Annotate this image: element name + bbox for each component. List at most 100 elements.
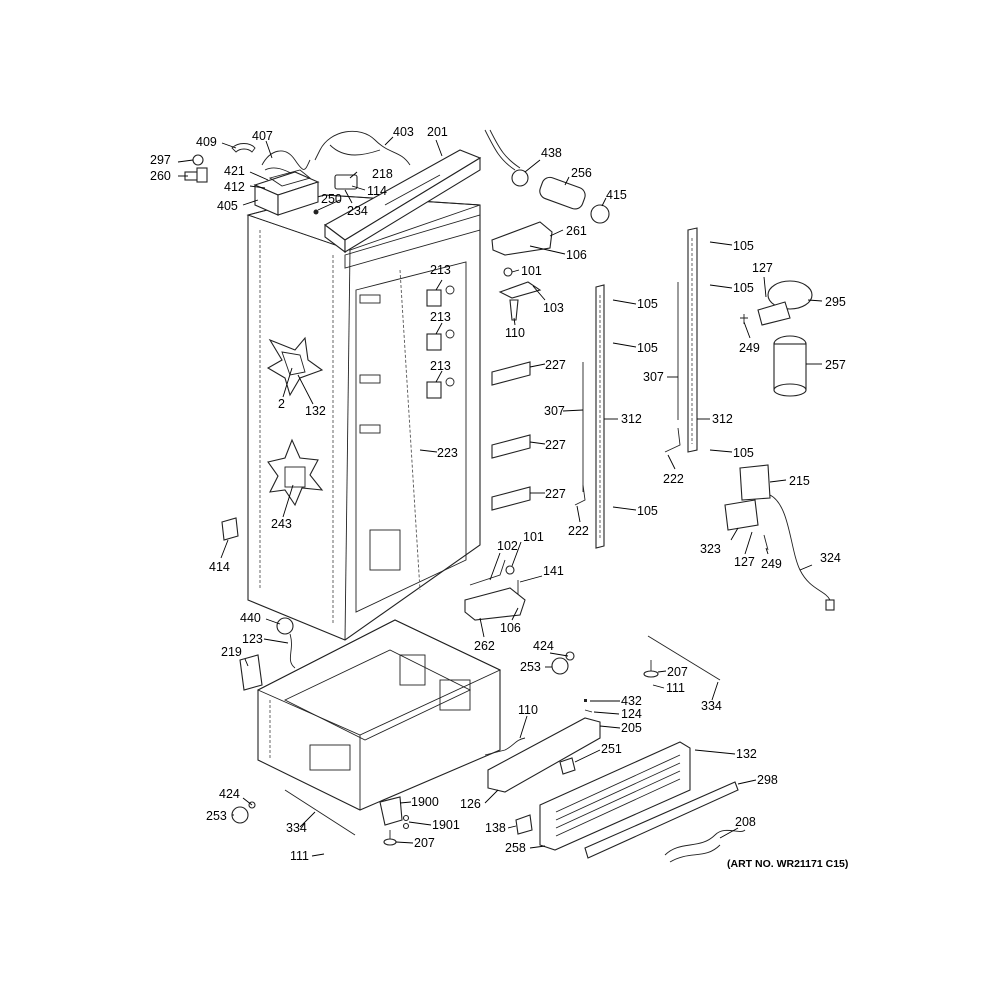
box-414 — [221, 517, 239, 541]
callout-207b: 207 — [414, 836, 435, 850]
callout-440: 440 — [240, 611, 261, 625]
callout-414: 414 — [209, 560, 230, 574]
callout-labels: 409 407 403 201 297 260 421 412 405 218 … — [150, 125, 846, 863]
nut-101b — [505, 565, 515, 575]
bracket-103 — [498, 281, 542, 299]
connector-218 — [334, 174, 358, 190]
bracket-219 — [239, 654, 263, 691]
callout-105d: 105 — [637, 341, 658, 355]
callout-105e: 105 — [733, 446, 754, 460]
callout-312b: 312 — [712, 412, 733, 426]
callout-298: 298 — [757, 773, 778, 787]
callout-424a: 424 — [533, 639, 554, 653]
callout-102: 102 — [497, 539, 518, 553]
screw-432 — [584, 699, 587, 702]
callout-432: 432 — [621, 694, 642, 708]
rod-334a — [647, 635, 721, 681]
bracket-227b — [491, 434, 531, 459]
screw-250 — [313, 209, 319, 215]
callout-324: 324 — [820, 551, 841, 565]
callout-222a: 222 — [568, 524, 589, 538]
callout-2: 2 — [278, 397, 285, 411]
callout-218: 218 — [372, 167, 393, 181]
callout-114: 114 — [367, 184, 387, 198]
hinge-261 — [491, 221, 553, 256]
callout-127b: 127 — [734, 555, 755, 569]
callout-307a: 307 — [544, 404, 565, 418]
callout-103: 103 — [543, 301, 564, 315]
fan-assembly-295 — [757, 280, 813, 326]
filter-256 — [539, 176, 586, 210]
callout-110b: 110 — [518, 703, 538, 717]
callout-127a: 127 — [752, 261, 773, 275]
callout-403: 403 — [393, 125, 414, 139]
bracket-215 — [739, 464, 771, 501]
callout-205: 205 — [621, 721, 642, 735]
leveling-leg-207a — [643, 660, 659, 678]
vertical-rail-312b — [687, 227, 698, 453]
callout-297: 297 — [150, 153, 171, 167]
valve-440 — [276, 617, 294, 635]
callout-334b: 334 — [286, 821, 307, 835]
callout-256: 256 — [571, 166, 592, 180]
shelf-support-213a — [426, 289, 442, 307]
bracket-102 — [469, 559, 506, 586]
cabinet-case — [246, 194, 481, 641]
harness-208 — [664, 829, 746, 863]
callout-111a: 111 — [666, 681, 685, 695]
screw-1901b — [402, 822, 410, 830]
callout-253b: 253 — [206, 809, 227, 823]
callout-258: 258 — [505, 841, 526, 855]
shelf-support-213c — [426, 381, 442, 399]
wheel-253b — [231, 806, 249, 824]
nut-101 — [503, 267, 513, 277]
callout-132b: 132 — [736, 747, 757, 761]
wheel-253a — [551, 657, 569, 675]
clip-251 — [559, 757, 576, 775]
callout-257: 257 — [825, 358, 846, 372]
top-trim-rail — [323, 149, 482, 254]
callout-213c: 213 — [430, 359, 451, 373]
clip-409 — [231, 143, 256, 153]
bracket-1900 — [379, 796, 403, 826]
callout-215: 215 — [789, 474, 810, 488]
callout-141: 141 — [543, 564, 564, 578]
callout-227c: 227 — [545, 487, 566, 501]
callout-105b: 105 — [733, 281, 754, 295]
callout-105f: 105 — [637, 504, 658, 518]
callout-261: 261 — [566, 224, 587, 238]
clip-138 — [515, 814, 533, 835]
rod-334b — [284, 789, 356, 836]
tube-fitting-438 — [484, 129, 521, 171]
callout-213b: 213 — [430, 310, 451, 324]
screw-1901a — [402, 814, 410, 822]
wire-harness-403 — [314, 130, 411, 166]
badge-243 — [267, 438, 324, 507]
callout-219: 219 — [221, 645, 242, 659]
callout-213a: 213 — [430, 263, 451, 277]
callout-262: 262 — [474, 639, 495, 653]
callout-101b: 101 — [523, 530, 544, 544]
stud-110 — [509, 299, 519, 321]
harness-110b — [484, 737, 526, 756]
callout-105c: 105 — [637, 297, 658, 311]
control-harness-407 — [261, 150, 311, 176]
connector-297 — [184, 154, 208, 183]
callout-307b: 307 — [643, 370, 664, 384]
sensor-222b — [664, 427, 681, 453]
leader-lines — [177, 136, 823, 857]
callout-201: 201 — [427, 125, 448, 139]
callout-132a: 132 — [305, 404, 326, 418]
line-123 — [289, 633, 296, 669]
callout-415: 415 — [606, 188, 627, 202]
callout-409: 409 — [196, 135, 217, 149]
callout-222b: 222 — [663, 472, 684, 486]
module-323 — [724, 499, 759, 531]
art-number-note: (ART NO. WR21171 C15) — [727, 858, 849, 870]
callout-412: 412 — [224, 180, 245, 194]
callout-101a: 101 — [521, 264, 542, 278]
callout-323: 323 — [700, 542, 721, 556]
hinge-262 — [464, 587, 526, 621]
bracket-227c — [491, 486, 531, 511]
